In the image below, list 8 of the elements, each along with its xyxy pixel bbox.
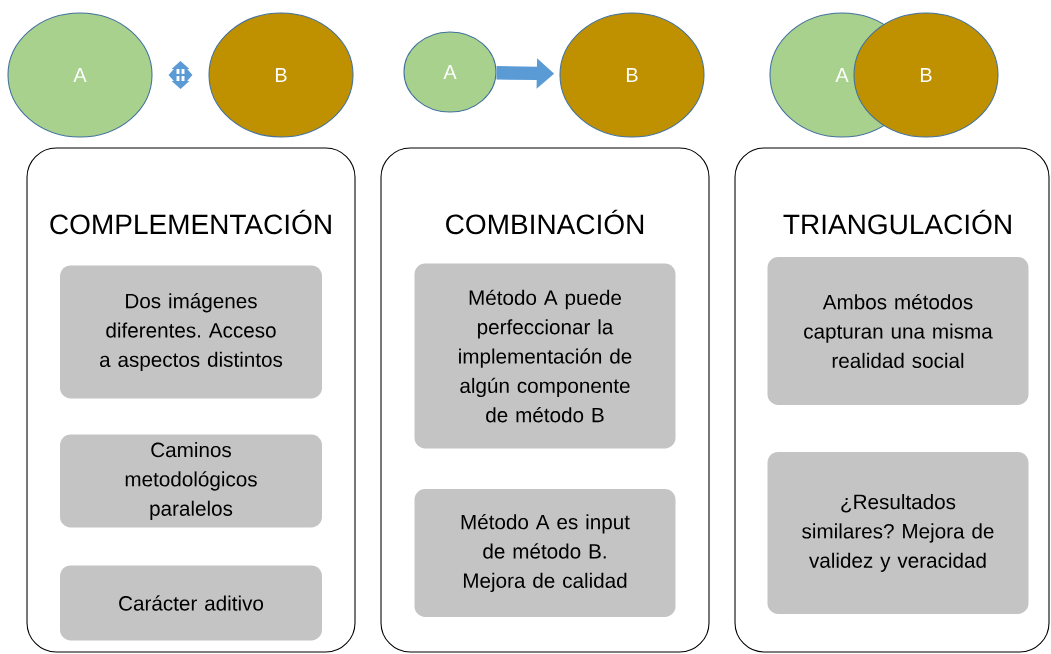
- text-box: Ambos métodos capturan una misma realidad social: [767, 257, 1029, 405]
- text-box: Carácter aditivo: [60, 565, 322, 641]
- text-box: Dos imágenes diferentes. Acceso a aspectos distintos: [60, 265, 322, 399]
- text-box: Caminos metodológicos paralelos: [60, 434, 322, 528]
- arrow: [168, 61, 193, 89]
- text-box: ¿Resultados similares? Mejora de validez y veracidad: [767, 452, 1029, 614]
- text-box: Método A es input de método B. Mejora de calidad: [414, 489, 676, 617]
- text-box: Método A puede perfeccionar la implementación de algún componente de método B: [414, 263, 676, 449]
